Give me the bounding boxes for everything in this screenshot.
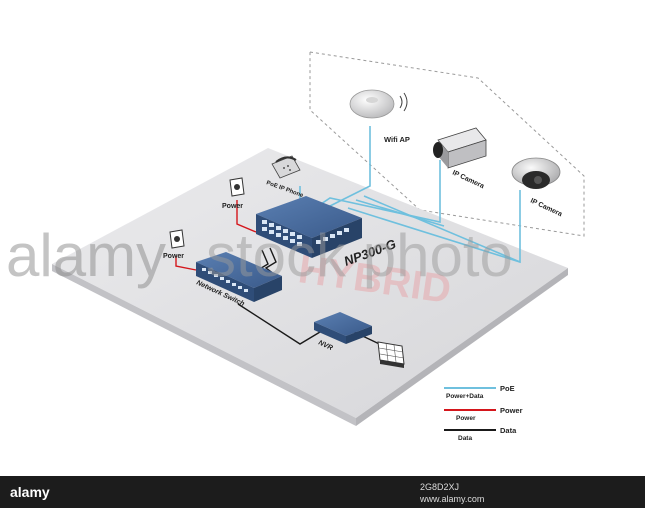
watermark-brand: alamy <box>6 222 166 289</box>
watermark-bar <box>0 476 645 508</box>
legend-power-text: Power <box>500 406 523 415</box>
stock-watermark: alamy stock photo <box>6 222 513 289</box>
device-zone-outline <box>309 51 585 237</box>
wifi-signal-icon <box>399 92 408 112</box>
power-label-1: Power <box>222 203 243 210</box>
legend: PoE Power+Data Power Power Data Data <box>444 384 523 442</box>
ip-camera-1-label: IP Camera <box>451 169 485 190</box>
network-switch-ports <box>202 268 248 292</box>
power-cable-2 <box>175 256 197 271</box>
watermark-image-id: 2G8D2XJ <box>420 482 459 492</box>
floor-platform <box>52 148 568 418</box>
wifi-ap-label: Wifi AP <box>384 135 410 144</box>
watermark-bar-brand: alamy <box>10 484 50 500</box>
legend-poe-text: PoE <box>500 384 515 393</box>
poe-switch-ports <box>262 220 349 246</box>
legend-power-line-label: Power <box>456 415 476 422</box>
watermark-site: www.alamy.com <box>419 494 484 504</box>
poe-cable-wifi-ap <box>321 126 371 211</box>
floor-edge-right <box>356 268 568 426</box>
data-cable-switch-nvr <box>237 303 321 345</box>
ip-camera-2-label: IP Camera <box>529 197 563 218</box>
ip-camera-box: IP Camera <box>433 127 487 190</box>
wifi-ap: Wifi AP <box>349 89 410 144</box>
power-label-2: Power <box>163 253 184 260</box>
watermark-stock: stock photo <box>206 222 513 289</box>
floor-edge <box>52 264 356 426</box>
legend-data-text: Data <box>500 426 517 435</box>
legend-poe-line-label: Power+Data <box>446 393 484 400</box>
monitor <box>377 341 405 368</box>
legend-data-line-label: Data <box>458 435 472 442</box>
power-outlet-2: Power <box>163 229 185 260</box>
power-cables <box>175 200 257 271</box>
power-cable-1 <box>236 200 257 233</box>
power-outlet-1: Power <box>222 177 245 210</box>
